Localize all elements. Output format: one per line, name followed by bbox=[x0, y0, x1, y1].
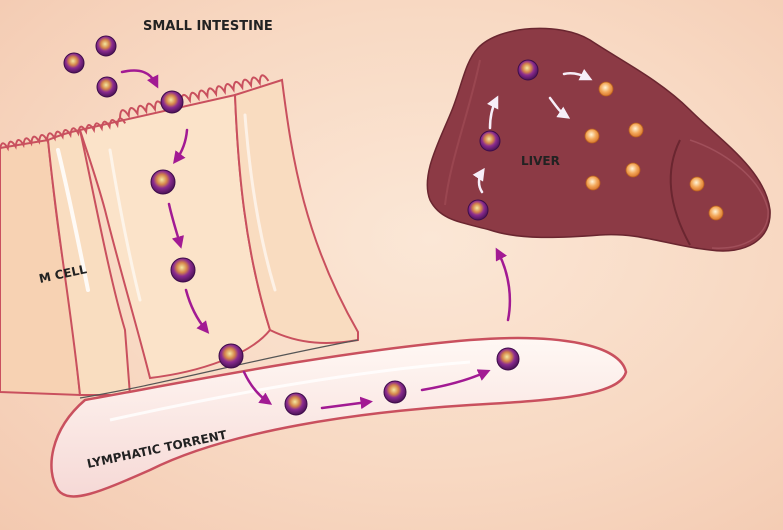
pathogen bbox=[479, 130, 501, 152]
liver-arrows bbox=[472, 69, 593, 194]
hepatocyte bbox=[708, 205, 724, 221]
liver bbox=[426, 27, 771, 252]
pathogen bbox=[517, 59, 539, 81]
label-liver: LIVER bbox=[521, 154, 560, 168]
microvilli bbox=[0, 117, 127, 152]
hepatocyte bbox=[628, 122, 644, 138]
hepatocyte bbox=[625, 162, 641, 178]
pathway-arrows bbox=[120, 69, 512, 410]
pathogen bbox=[496, 347, 520, 371]
pathogen bbox=[170, 257, 196, 283]
pathogen bbox=[218, 343, 244, 369]
hepatocyte bbox=[584, 128, 600, 144]
lymphatic-vessel bbox=[50, 336, 628, 498]
arrow-entry bbox=[120, 69, 159, 89]
pathogen bbox=[95, 35, 117, 57]
pathogen-particles bbox=[63, 35, 539, 416]
hepatocyte bbox=[598, 81, 614, 97]
pathogen bbox=[160, 90, 184, 114]
liver-cells bbox=[584, 81, 724, 221]
pathogen bbox=[150, 169, 176, 195]
arrow-exit-cell bbox=[242, 370, 273, 405]
pathogen bbox=[383, 380, 407, 404]
intestinal-epithelium bbox=[0, 74, 359, 399]
arrow-down-1 bbox=[173, 128, 189, 165]
arrow-down-2 bbox=[167, 202, 184, 249]
label-small-intestine: SMALL INTESTINE bbox=[143, 19, 273, 34]
epithelial-cell-right bbox=[233, 78, 359, 344]
arrow-lymph-2 bbox=[420, 369, 491, 392]
arrow-lymph-1 bbox=[320, 396, 373, 410]
pathogen bbox=[467, 199, 489, 221]
arrow-down-3 bbox=[184, 288, 210, 334]
hepatocyte bbox=[585, 175, 601, 191]
pathogen bbox=[96, 76, 118, 98]
pathogen bbox=[63, 52, 85, 74]
arrow-to-liver bbox=[495, 247, 512, 322]
hepatocyte bbox=[689, 176, 705, 192]
pathogen bbox=[284, 392, 308, 416]
